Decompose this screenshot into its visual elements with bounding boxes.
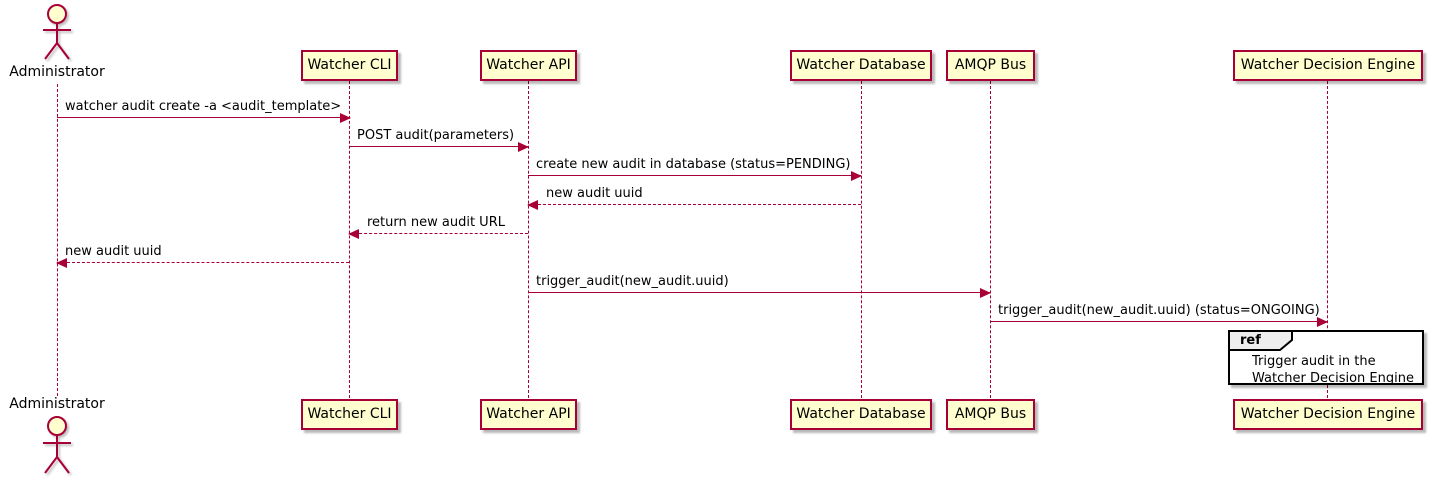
message-7-label: trigger_audit(new_audit.uuid) (536, 274, 729, 289)
participant-watcher-database-bottom: Watcher Database (790, 399, 932, 430)
participant-amqp-bus-top: AMQP Bus (946, 50, 1035, 81)
arrowhead-icon (340, 113, 351, 123)
ref-tab-shape (1228, 330, 1293, 351)
message-3-label: create new audit in database (status=PEN… (536, 157, 851, 172)
arrowhead-icon (527, 200, 538, 210)
actor-label-bottom: Administrator (9, 396, 105, 412)
message-7-arrow (528, 288, 991, 298)
actor-icon (43, 416, 71, 474)
arrowhead-icon (348, 229, 359, 239)
participant-watcher-api-top: Watcher API (480, 50, 577, 81)
ref-text-line2: Watcher Decision Engine (1252, 371, 1414, 386)
lifeline-watcher-cli (349, 81, 350, 398)
actor-label-top: Administrator (9, 64, 105, 80)
actor-icon (43, 4, 71, 60)
message-2: POST audit(parameters) (349, 128, 529, 152)
message-8-arrow (990, 317, 1328, 327)
message-4-label: new audit uuid (546, 186, 643, 201)
participant-amqp-bus-bottom: AMQP Bus (946, 399, 1035, 430)
participant-watcher-cli-bottom: Watcher CLI (301, 399, 398, 430)
lifeline-amqp-bus (990, 81, 991, 398)
participant-watcher-api-bottom: Watcher API (480, 399, 577, 430)
message-8: trigger_audit(new_audit.uuid) (status=ON… (990, 303, 1328, 327)
message-2-label: POST audit(parameters) (357, 128, 515, 143)
message-3-arrow (528, 171, 862, 181)
participant-watcher-decision-engine-top: Watcher Decision Engine (1233, 50, 1423, 81)
arrowhead-icon (56, 258, 67, 268)
message-3: create new audit in database (status=PEN… (528, 157, 862, 181)
lifeline-watcher-decision-engine (1327, 81, 1328, 398)
lifeline-watcher-api (528, 81, 529, 398)
participant-watcher-database-top: Watcher Database (790, 50, 932, 81)
message-7: trigger_audit(new_audit.uuid) (528, 274, 991, 298)
message-1: watcher audit create -a <audit_template> (57, 99, 351, 123)
ref-text-line1: Trigger audit in the (1252, 354, 1376, 369)
message-2-arrow (349, 142, 529, 152)
ref-fragment: ref Trigger audit in the Watcher Decisio… (1228, 330, 1424, 386)
message-6-arrow (56, 258, 349, 268)
message-5-label: return new audit URL (367, 215, 505, 230)
lifeline-administrator (57, 84, 58, 396)
ref-keyword: ref (1240, 333, 1261, 348)
message-1-label: watcher audit create -a <audit_template> (65, 99, 342, 114)
arrowhead-icon (518, 142, 529, 152)
message-6: new audit uuid (56, 244, 349, 268)
participant-watcher-decision-engine-bottom: Watcher Decision Engine (1233, 399, 1423, 430)
message-5-arrow (348, 229, 528, 239)
message-6-label: new audit uuid (65, 244, 162, 259)
arrowhead-icon (851, 171, 862, 181)
message-5: return new audit URL (348, 215, 528, 239)
message-8-label: trigger_audit(new_audit.uuid) (status=ON… (998, 303, 1320, 318)
lifeline-watcher-database (861, 81, 862, 398)
message-1-arrow (57, 113, 351, 123)
participant-watcher-cli-top: Watcher CLI (301, 50, 398, 81)
message-4: new audit uuid (527, 186, 861, 210)
message-4-arrow (527, 200, 861, 210)
arrowhead-icon (980, 288, 991, 298)
arrowhead-icon (1317, 317, 1328, 327)
